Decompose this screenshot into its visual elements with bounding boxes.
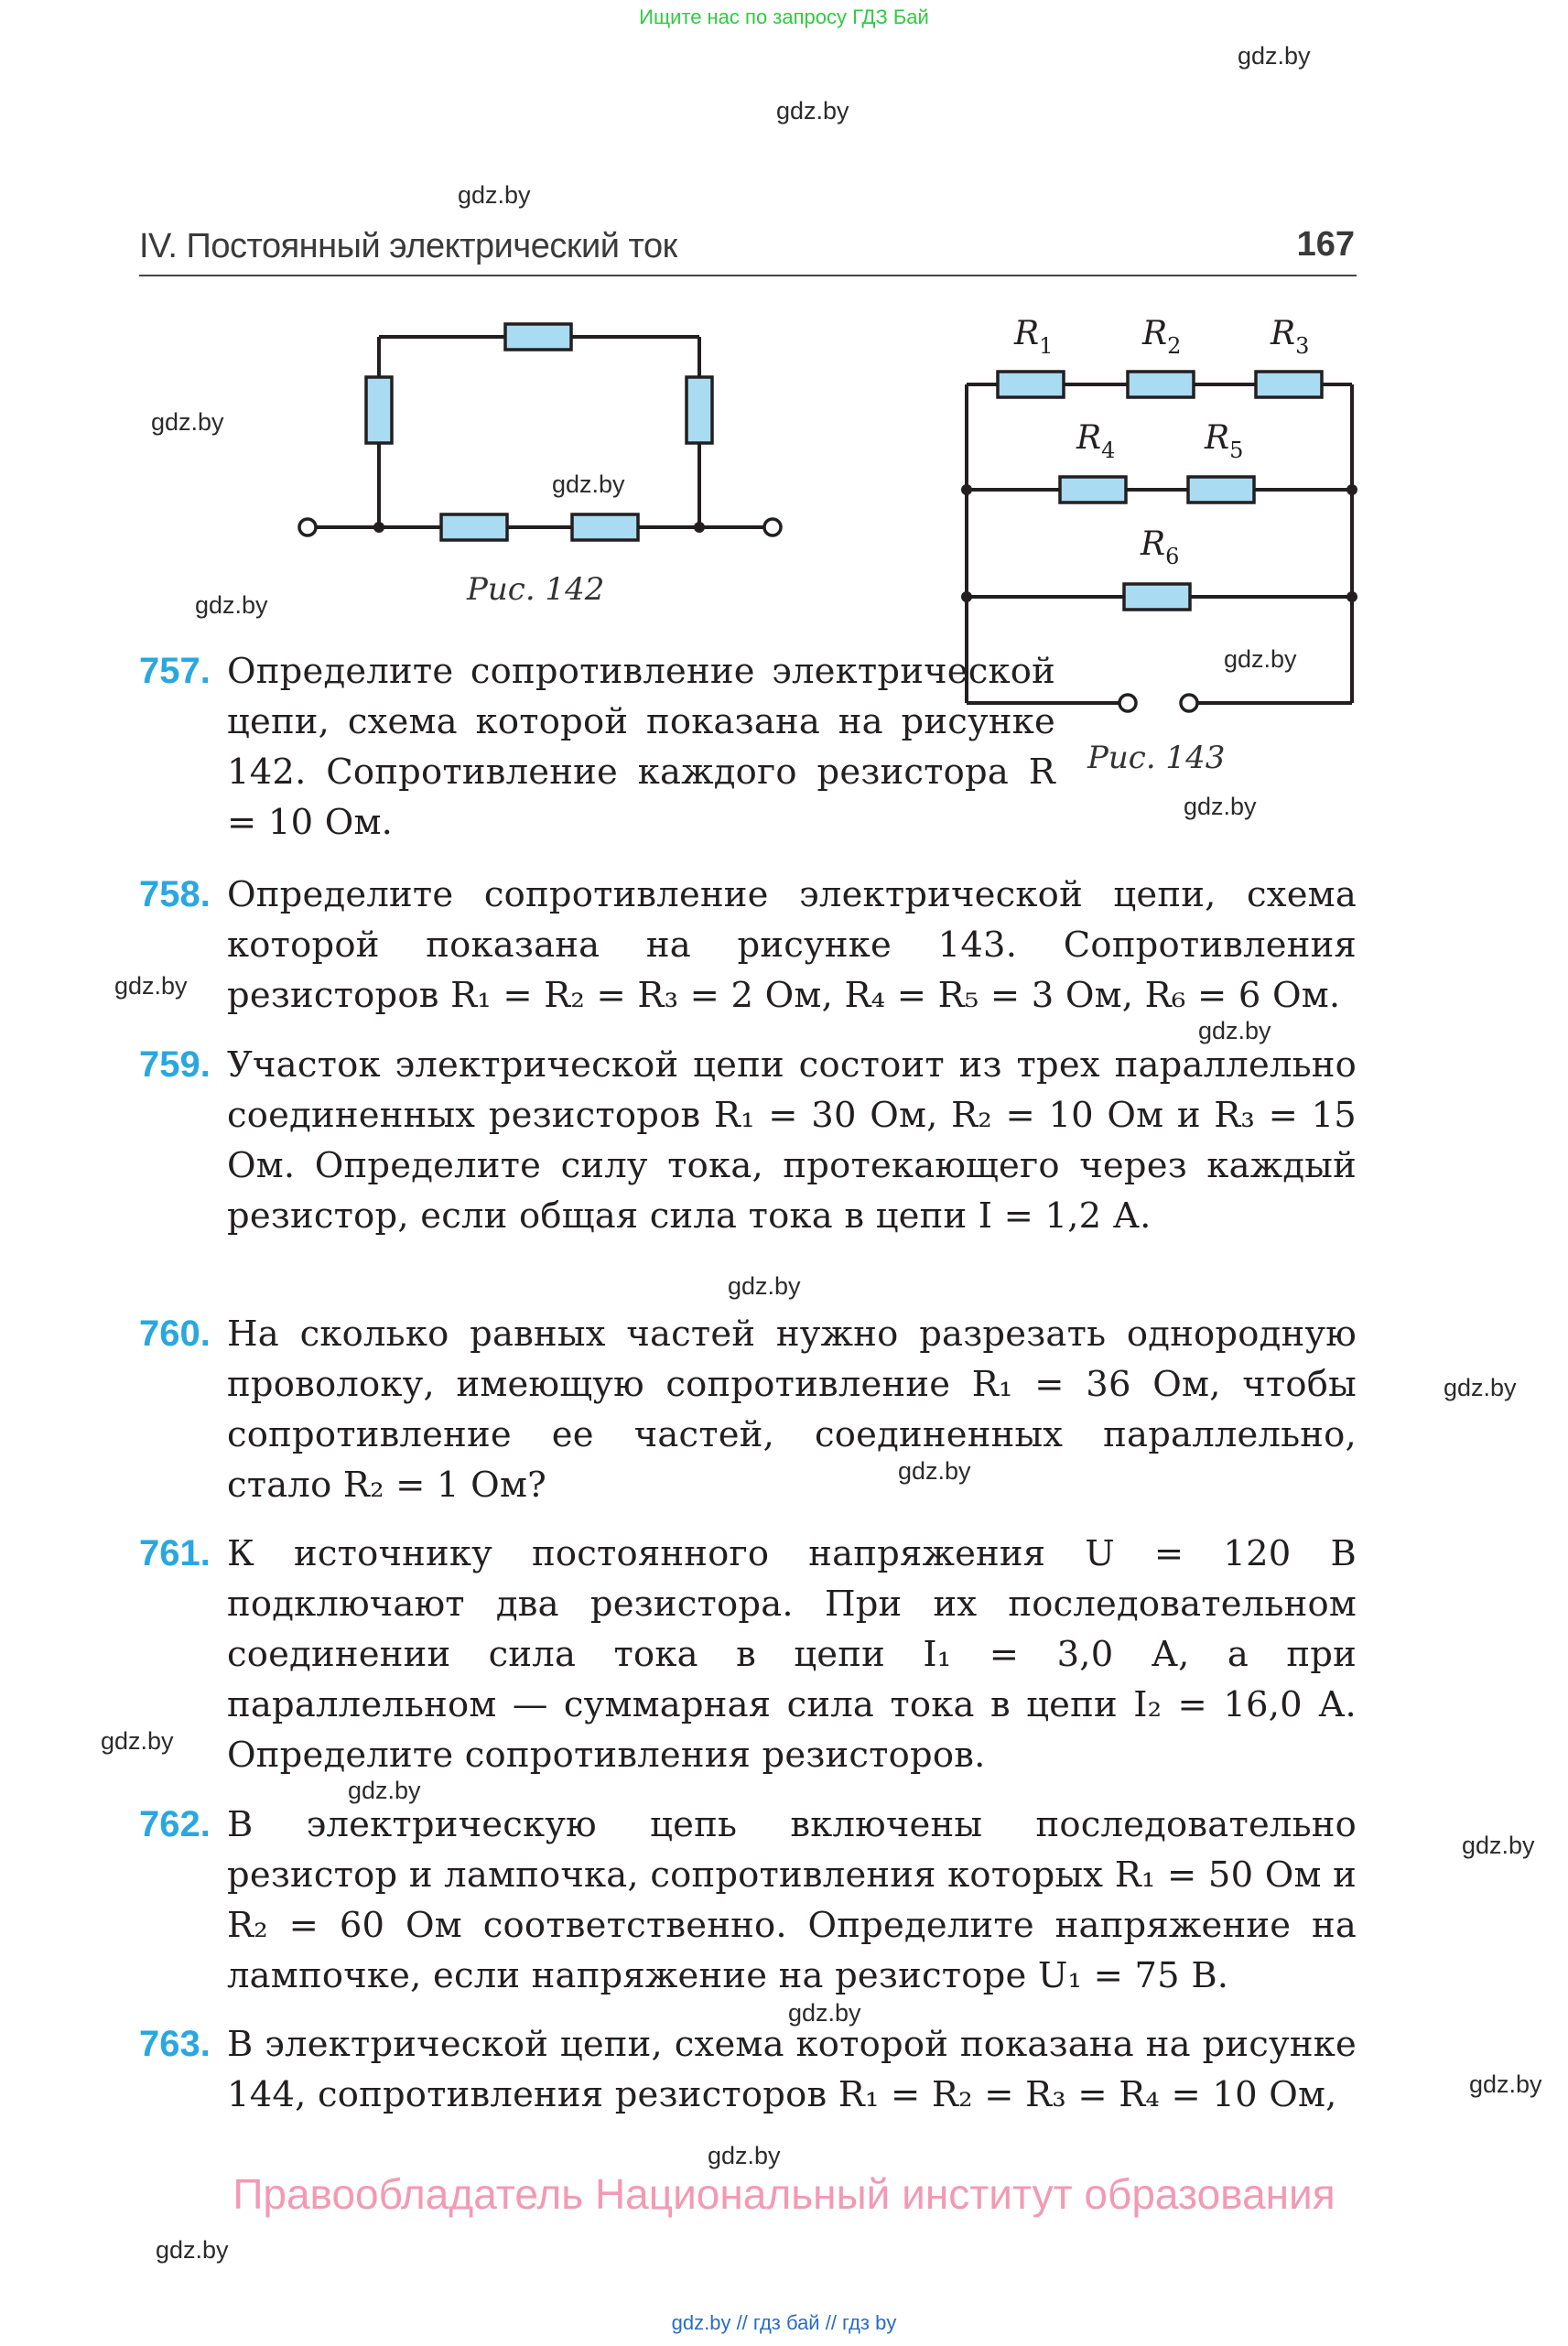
problem-number: 760. [139,1314,211,1354]
header-rule [139,275,1357,276]
figure-143-caption: Рис. 143 [1087,740,1226,776]
problem-number: 758. [139,874,211,914]
junction-dot [961,484,972,495]
watermark: gdz.by [1198,1017,1271,1044]
watermark: gdz.by [1444,1374,1517,1401]
watermark: gdz.by [195,591,268,619]
figure-142-circuit [297,322,783,542]
figure-142-caption: Рис. 142 [467,571,605,608]
problem-text: Участок электрической цепи состоит из тр… [227,1044,1357,1237]
resistor-r6 [1122,582,1192,611]
terminal [1118,693,1138,713]
terminal [762,517,783,537]
page-number: 167 [1296,225,1355,264]
resistor-r4 [1058,475,1128,504]
problem-number: 762. [139,1804,211,1844]
resistor [685,375,714,445]
problem-text: На сколько равных частей нужно разрезать… [227,1314,1357,1506]
problem-text: К источнику постоянного напряжения U = 1… [227,1533,1357,1776]
resistor [503,322,573,351]
problem-text: Определите сопротивление электрической ц… [227,874,1357,1016]
watermark: gdz.by [1462,1832,1535,1859]
label-r6: R6 [1140,525,1179,569]
problem-number: 761. [139,1533,211,1573]
problem-759: 759. Участок электрической цепи состоит … [139,1040,1357,1241]
problem-762: 762. В электрическую цепь включены после… [139,1800,1357,2001]
watermark: gdz.by [101,1727,174,1755]
watermark: gdz.by [156,2236,229,2264]
watermark: gdz.by [1469,2070,1542,2098]
resistor-r1 [996,370,1065,399]
junction-dot [694,522,705,533]
watermark: gdz.by [776,97,849,124]
resistor-r5 [1186,475,1256,504]
terminal [297,517,318,537]
label-r5: R5 [1204,419,1243,463]
problem-761: 761. К источнику постоянного напряжения … [139,1529,1357,1780]
watermark: gdz.by [1184,793,1257,820]
problem-text: В электрическую цепь включены последоват… [227,1804,1357,1996]
problem-763: 763. В электрической цепи, схема которой… [139,2019,1357,2120]
watermark: gdz.by [552,470,625,498]
watermark: gdz.by [1238,42,1311,70]
watermark: gdz.by [898,1457,971,1485]
chapter-title: IV. Постоянный электрический ток [139,227,677,265]
problem-number: 763. [139,2024,211,2064]
watermark: gdz.by [1224,645,1297,673]
label-r1: R1 [1013,315,1053,359]
watermark: gdz.by [458,181,531,209]
problem-757: 757. Определите сопротивление электричес… [139,646,1357,848]
resistor [439,513,509,542]
problem-number: 757. [139,651,211,691]
problem-760: 760. На сколько равных частей нужно разр… [139,1309,1357,1510]
terminal [1179,693,1199,713]
figure-143-circuit: R1 R2 R3 R4 R5 R6 [961,315,1357,713]
watermark: gdz.by [114,972,188,1000]
problem-text: В электрической цепи, схема которой пока… [227,2024,1357,2115]
watermark: gdz.by [708,2142,781,2169]
problem-number: 759. [139,1044,211,1085]
resistor-r2 [1126,370,1195,399]
resistor [364,375,394,445]
junction-dot [961,591,972,602]
copyright-notice: Правообладатель Национальный институт об… [232,2170,1336,2218]
watermark: gdz.by [151,408,224,436]
junction-dot [373,522,384,533]
problem-758: 758. Определите сопротивление электричес… [139,870,1357,1021]
watermark: gdz.by [348,1777,421,1804]
resistor [570,513,640,542]
label-r3: R3 [1270,315,1309,359]
watermark: gdz.by [788,1999,861,2027]
resistor-r3 [1254,370,1324,399]
top-notice: Ищите нас по запросу ГДЗ Бай [639,5,929,28]
junction-dot [1346,484,1357,495]
bottom-links[interactable]: gdz.by // гдз бай // гдз by [671,2311,897,2334]
watermark: gdz.by [728,1272,801,1300]
label-r4: R4 [1076,419,1115,463]
problem-text: Определите сопротивление электрической ц… [227,651,1055,843]
label-r2: R2 [1141,315,1181,359]
junction-dot [1346,591,1357,602]
